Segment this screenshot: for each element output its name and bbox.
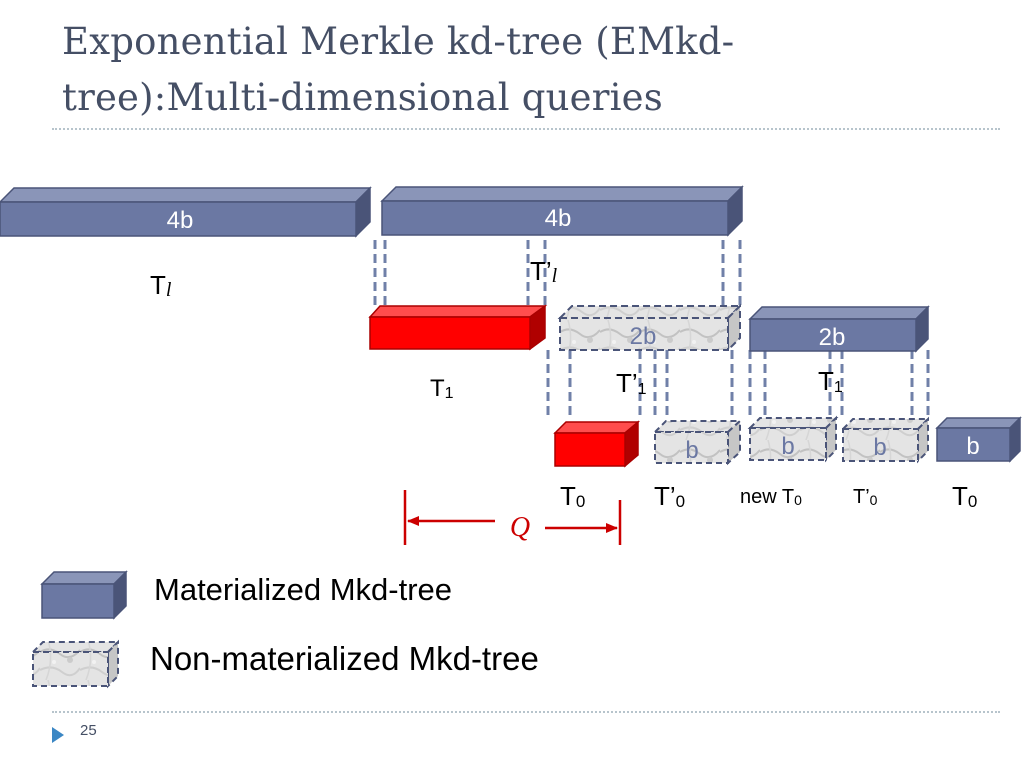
tl-label-sub: l [166,279,172,301]
slide-title: Exponential Merkle kd-tree (EMkd- tree):… [62,14,962,126]
newt0-size-label: b [781,433,794,460]
newt0-label-main: new T [740,486,794,508]
t1b-label-main: T [818,366,834,396]
title-line-1: Exponential Merkle kd-tree (EMkd- [62,20,735,63]
legend-materialized-swatch [40,570,128,620]
newt0-label-sub: 0 [794,492,802,508]
t0-label: T0 [560,481,585,511]
tp0-block [652,418,743,466]
title-divider [52,128,1000,130]
t0-label-sub: 0 [576,492,585,511]
t1b-label: T1 [818,366,843,396]
legend-non-materialized-swatch [30,639,121,689]
footer-divider [52,711,1000,713]
tl-size-label: 4b [167,207,194,234]
t1b-size-label: 2b [819,324,846,351]
tp0-label-sub: 0 [676,492,685,511]
t1b-label-sub: 1 [834,379,843,396]
t1-label: T1 [430,375,454,402]
t0-label-main: T [560,481,576,511]
tp1-label-sub: 1 [638,381,647,398]
t0b-label: T0 [952,481,977,511]
tp0-label: T’0 [654,481,685,511]
t1-block [368,304,548,351]
tp1-label-main: T’ [616,368,638,398]
t1b-block [748,305,930,353]
t0b-label-sub: 0 [968,492,977,511]
tp1-size-label: 2b [630,323,657,350]
tp0b-label-main: T’ [853,486,870,508]
tpl-block [380,185,744,237]
tpl-label: T’l [530,256,558,287]
newt0-label: new T0 [740,486,802,508]
tp0-size-label: b [685,437,698,464]
tp0b-size-label: b [873,434,886,461]
tl-label-main: T [150,270,166,300]
title-line-2: tree):Multi-dimensional queries [62,76,663,119]
footer-triangle-icon [52,727,64,743]
t1-label-main: T [430,375,445,402]
tp1-label: T’1 [616,368,647,398]
tp0b-label-sub: 0 [870,492,878,508]
newt0-block [747,415,839,463]
t0b-label-main: T [952,481,968,511]
tpl-label-sub: l [552,265,558,287]
tpl-size-label: 4b [545,205,572,232]
t0b-size-label: b [966,433,979,460]
tp0b-label: T’0 [853,486,878,508]
legend-non-materialized-label: Non-materialized Mkd-tree [150,640,539,677]
query-label: Q [510,512,530,543]
tp0b-block [840,416,931,464]
legend-materialized-label: Materialized Mkd-tree [154,572,453,607]
tp0-label-main: T’ [654,481,676,511]
t0b-block [935,416,1022,463]
tp1-block [557,303,743,353]
t0-block [553,420,641,468]
query-range [403,490,622,545]
tpl-label-main: T’ [530,256,552,286]
tl-label: Tl [150,270,172,301]
tl-block [0,186,372,238]
t1-label-sub: 1 [445,385,454,402]
page-number: 25 [80,722,97,739]
connector-lines [373,240,930,420]
